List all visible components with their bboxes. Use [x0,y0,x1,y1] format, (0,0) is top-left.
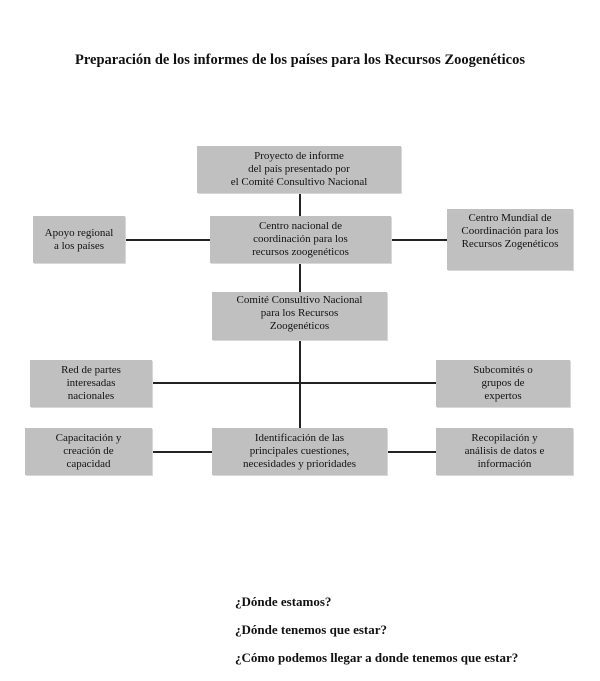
question-3: ¿Cómo podemos llegar a donde tenemos que… [235,650,519,665]
question-2: ¿Dónde tenemos que estar? [235,622,388,637]
question-1: ¿Dónde estamos? [235,594,332,609]
diagram-title: Preparación de los informes de los paíse… [74,52,525,68]
box-subcomites: Subcomités o grupos de expertos [436,360,570,407]
box-recopilacion: Recopilación y análisis de datos e infor… [436,428,573,475]
box-capacitacion: Capacitación y creación de capacidad [25,428,152,475]
box-apoyo-regional: Apoyo regional a los países [33,216,125,263]
connector-recopilacion [387,451,436,453]
box-centro-mundial: Centro Mundial de Coordinación para los … [447,209,573,270]
connector-capacitacion [152,451,212,453]
box-centro-nacional: Centro nacional de coordinación para los… [210,216,391,263]
box-comite-consultivo: Comité Consultivo Nacional para los Recu… [212,292,387,340]
box-red-partes: Red de partes interesadas nacionales [30,360,152,407]
box-proyecto-informe: Proyecto de informe del país presentado … [197,146,401,193]
connector-apoyo [125,239,210,241]
box-identificacion: Identificación de las principales cuesti… [212,428,387,475]
connector-red-subcomites [152,382,436,384]
connector-centro-mundial [391,239,447,241]
